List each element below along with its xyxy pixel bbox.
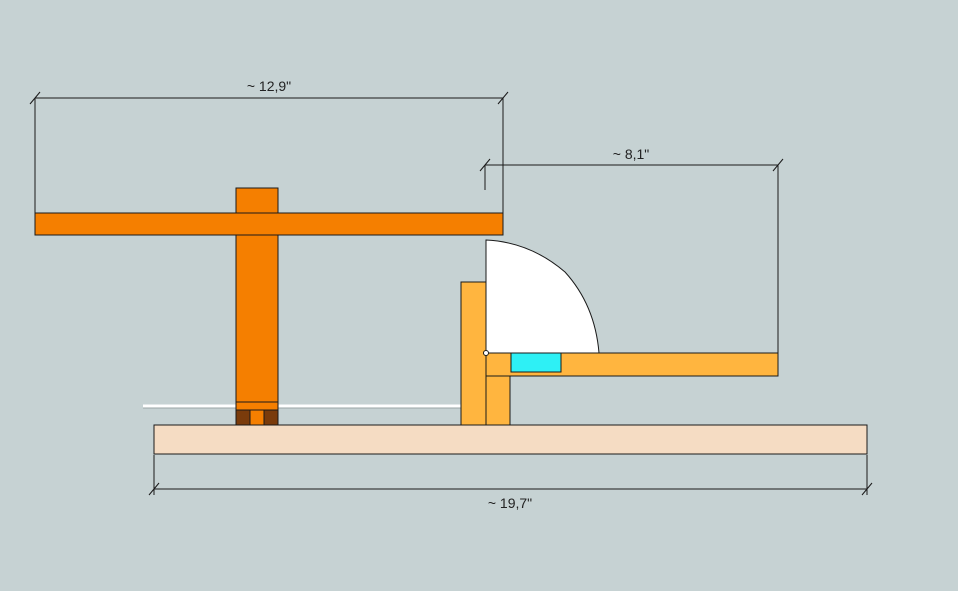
top-dimension-right-tick: [497, 91, 509, 105]
post-foot-right: [263, 409, 279, 426]
right-dimension: ~ 8,1": [479, 146, 784, 353]
top-arm: [34, 212, 504, 236]
post-collar: [235, 401, 279, 411]
base-dimension-left-tick: [148, 482, 160, 496]
base-dimension: ~ 19,7": [148, 455, 873, 511]
top-dimension-label: ~ 12,9": [247, 78, 291, 94]
base-dimension-right-tick: [861, 482, 873, 496]
right-dimension-label: ~ 8,1": [613, 146, 650, 162]
top-dimension: ~ 12,9": [29, 78, 509, 213]
right-dimension-right-tick: [772, 158, 784, 172]
top-dimension-left-tick: [29, 91, 41, 105]
base-plate: [153, 424, 868, 455]
post-foot-center: [249, 409, 265, 426]
right-dimension-left-tick: [479, 158, 491, 172]
quarter-disc: [485, 239, 600, 354]
base-dimension-label: ~ 19,7": [488, 495, 532, 511]
cyan-block: [510, 352, 562, 373]
post-foot-left: [235, 409, 251, 426]
disc-pivot-point: [483, 350, 489, 356]
